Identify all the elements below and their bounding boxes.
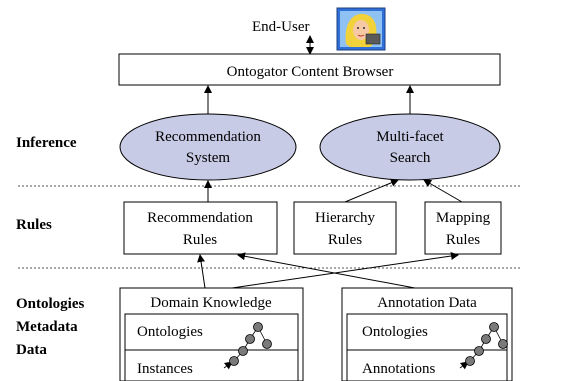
recommendation-system-ellipse [119,113,297,181]
hierarchy-rules-label-2: Rules [328,232,362,248]
end-user-label: End-User [252,19,309,35]
recommendation-rules-box [123,201,278,255]
mapping-to-search-arrow [423,179,463,203]
content-browser-label: Ontogator Content Browser [227,64,394,80]
layer-label-ontologies: Ontologies [16,296,84,312]
mapping-rules-box [424,201,502,255]
hierarchy-rules-box [293,201,397,255]
node-graph-icon [223,322,272,370]
annotation-to-rec-rules-arrow [237,252,416,289]
annotation-ontologies-label: Ontologies [362,324,428,340]
node-graph-icon [459,322,508,370]
multifacet-search-label-2: Search [390,150,431,166]
multifacet-search-ellipse [319,113,501,181]
hierarchy-to-search-arrow [344,178,399,203]
annotation-data-title: Annotation Data [377,295,477,311]
recommendation-rules-label-2: Rules [183,232,217,248]
domain-instances-label: Instances [137,361,193,377]
layer-label-inference: Inference [16,135,77,151]
recommendation-system-label-1: Recommendation [155,129,261,145]
user-portrait-icon [336,7,386,51]
annotation-annotations-label: Annotations [362,361,435,377]
mapping-rules-label-2: Rules [446,232,480,248]
layer-label-metadata: Metadata [16,319,78,335]
content-browser-box [118,53,501,86]
layer-label-data: Data [16,342,47,358]
recommendation-system-label-2: System [186,150,231,166]
domain-to-mapping-rules-arrow [231,252,459,289]
mapping-rules-label-1: Mapping [436,210,491,226]
domain-ontologies-label: Ontologies [137,324,203,340]
multifacet-search-label-1: Multi-facet [376,129,444,145]
domain-to-rec-rules-arrow [197,254,206,289]
domain-knowledge-title: Domain Knowledge [150,295,272,311]
layer-label-rules: Rules [16,217,52,233]
hierarchy-rules-label-1: Hierarchy [315,210,375,226]
recommendation-rules-label-1: Recommendation [147,210,253,226]
